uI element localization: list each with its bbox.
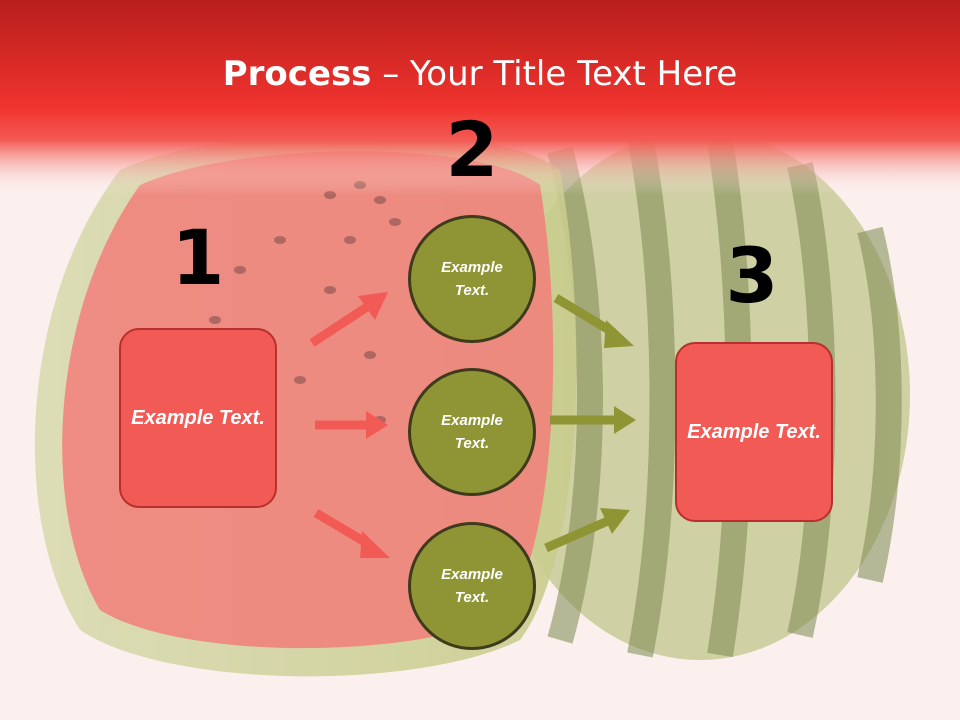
arrow-1-to-circle-bottom <box>313 509 390 558</box>
circle-bottom-text: Example Text. <box>441 566 503 606</box>
arrow-1-to-circle-middle <box>315 411 388 439</box>
circle-middle-text: Example Text. <box>441 412 503 452</box>
slide-title: Process – Your Title Text Here <box>0 52 960 96</box>
circle-top-text: Example Text. <box>441 259 503 299</box>
step-number-1: 1 <box>171 213 225 302</box>
arrow-circle-top-to-3 <box>553 294 634 348</box>
step-3-text: Example Text. <box>687 421 821 443</box>
step-1-text: Example Text. <box>131 407 265 429</box>
step-2-circle-bottom[interactable]: Example Text. <box>408 522 536 650</box>
arrow-circle-middle-to-3 <box>550 406 636 434</box>
step-1-box[interactable]: Example Text. <box>119 328 277 508</box>
step-number-2: 2 <box>445 105 499 194</box>
step-number-3: 3 <box>725 231 779 320</box>
title-rest: – Your Title Text Here <box>371 54 738 94</box>
arrow-circle-bottom-to-3 <box>544 508 630 553</box>
step-2-circle-top[interactable]: Example Text. <box>408 215 536 343</box>
title-bold: Process <box>222 54 372 94</box>
step-2-circle-middle[interactable]: Example Text. <box>408 368 536 496</box>
arrow-1-to-circle-top <box>309 292 388 347</box>
step-3-box[interactable]: Example Text. <box>675 342 833 522</box>
